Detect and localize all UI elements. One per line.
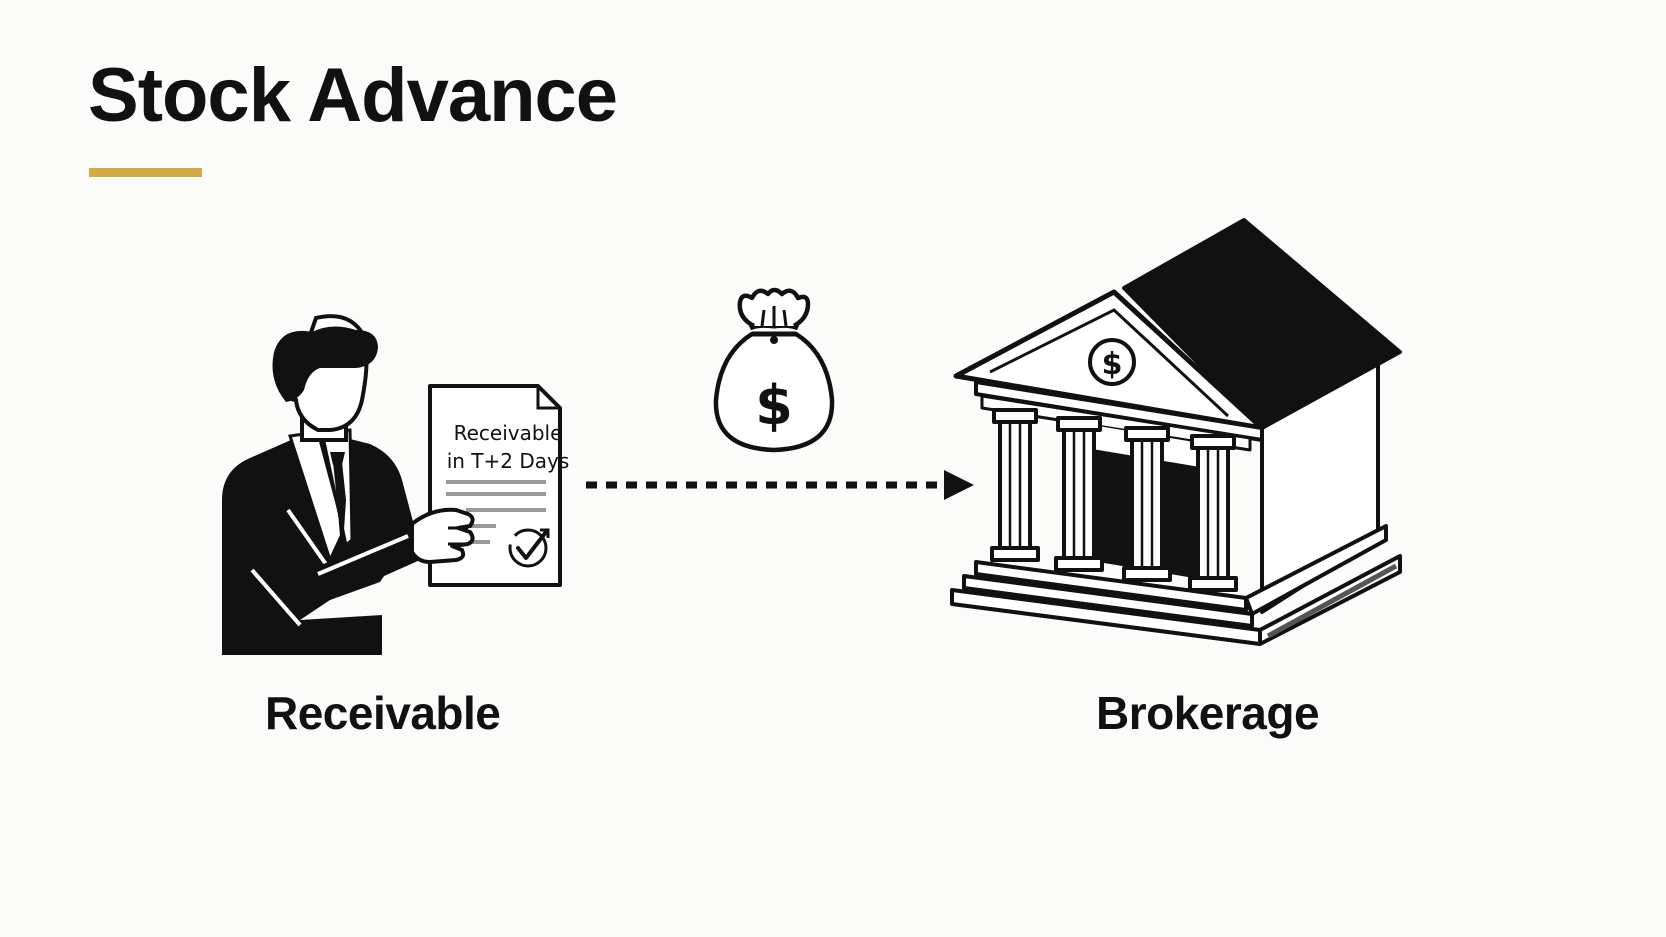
svg-text:$: $ — [1102, 347, 1123, 382]
document-text-line2: in T+2 Days — [446, 449, 570, 473]
dotted-arrow-right — [586, 470, 974, 500]
svg-text:$: $ — [755, 374, 793, 437]
receivable-label: Receivable — [265, 687, 501, 739]
receivable-document-icon — [410, 384, 562, 587]
document-text-line1: Receivable — [453, 421, 563, 445]
money-bag-icon: $ — [713, 287, 835, 453]
bank-building-icon: $ — [950, 218, 1402, 646]
page-title: Stock Advance — [88, 53, 618, 138]
brokerage-label: Brokerage — [1096, 687, 1320, 739]
title-accent-bar — [89, 168, 202, 177]
